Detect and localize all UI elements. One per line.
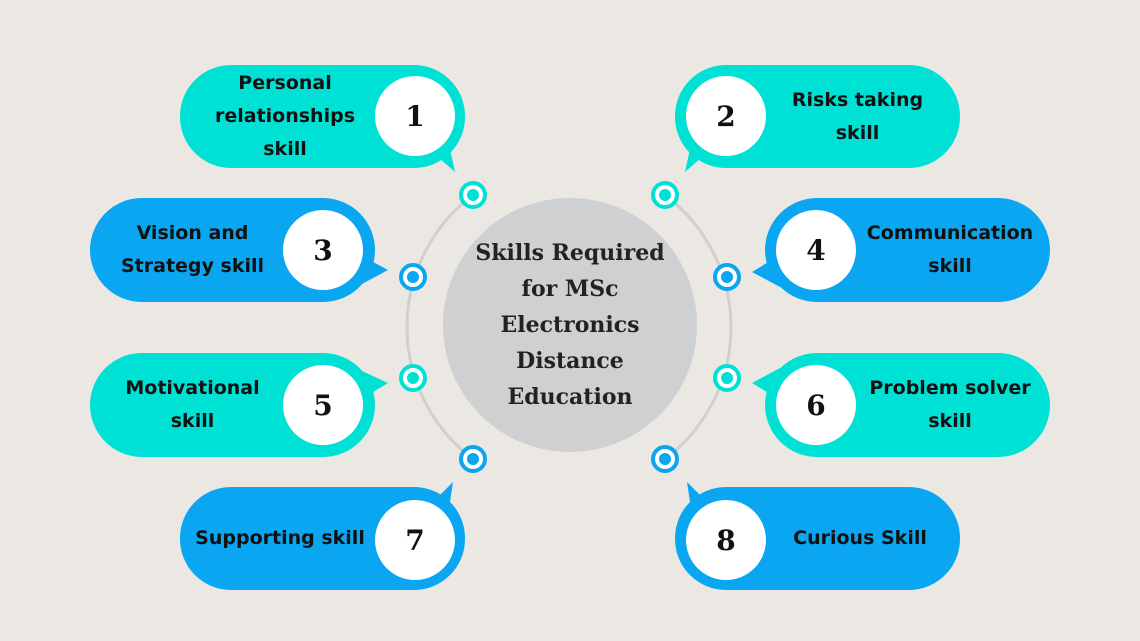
dot-icon	[713, 364, 741, 392]
dot-icon	[651, 445, 679, 473]
skill-number-4: 4	[776, 210, 856, 290]
skill-label-3: Vision and Strategy skill	[120, 222, 264, 277]
center-circle	[443, 198, 697, 452]
dot-icon	[459, 181, 487, 209]
dot-icon	[713, 263, 741, 291]
skill-number-8: 8	[686, 500, 766, 580]
connector-dots	[399, 181, 741, 473]
skill-label-5: Motivational skill	[125, 377, 260, 432]
skill-label-8: Curious Skill	[793, 527, 927, 549]
skill-label-6: Problem solver skill	[869, 377, 1031, 432]
skill-label-7: Supporting skill	[195, 527, 365, 549]
skill-number-6: 6	[776, 365, 856, 445]
skill-number-1: 1	[375, 76, 455, 156]
skill-label-2: Risks taking skill	[791, 88, 924, 144]
dot-icon	[651, 181, 679, 209]
dot-icon	[399, 364, 427, 392]
dot-icon	[399, 263, 427, 291]
skill-label-4: Communication skill	[866, 222, 1034, 277]
skill-number-2: 2	[686, 76, 766, 156]
skill-label-1: Personal relationships skill	[214, 72, 356, 160]
skill-number-7: 7	[375, 500, 455, 580]
connector-arcs	[405, 193, 733, 461]
center-title: Skills Required for MSc Electronics Dist…	[475, 240, 665, 410]
skill-number-5: 5	[283, 365, 363, 445]
dot-icon	[459, 445, 487, 473]
skill-number-3: 3	[283, 210, 363, 290]
